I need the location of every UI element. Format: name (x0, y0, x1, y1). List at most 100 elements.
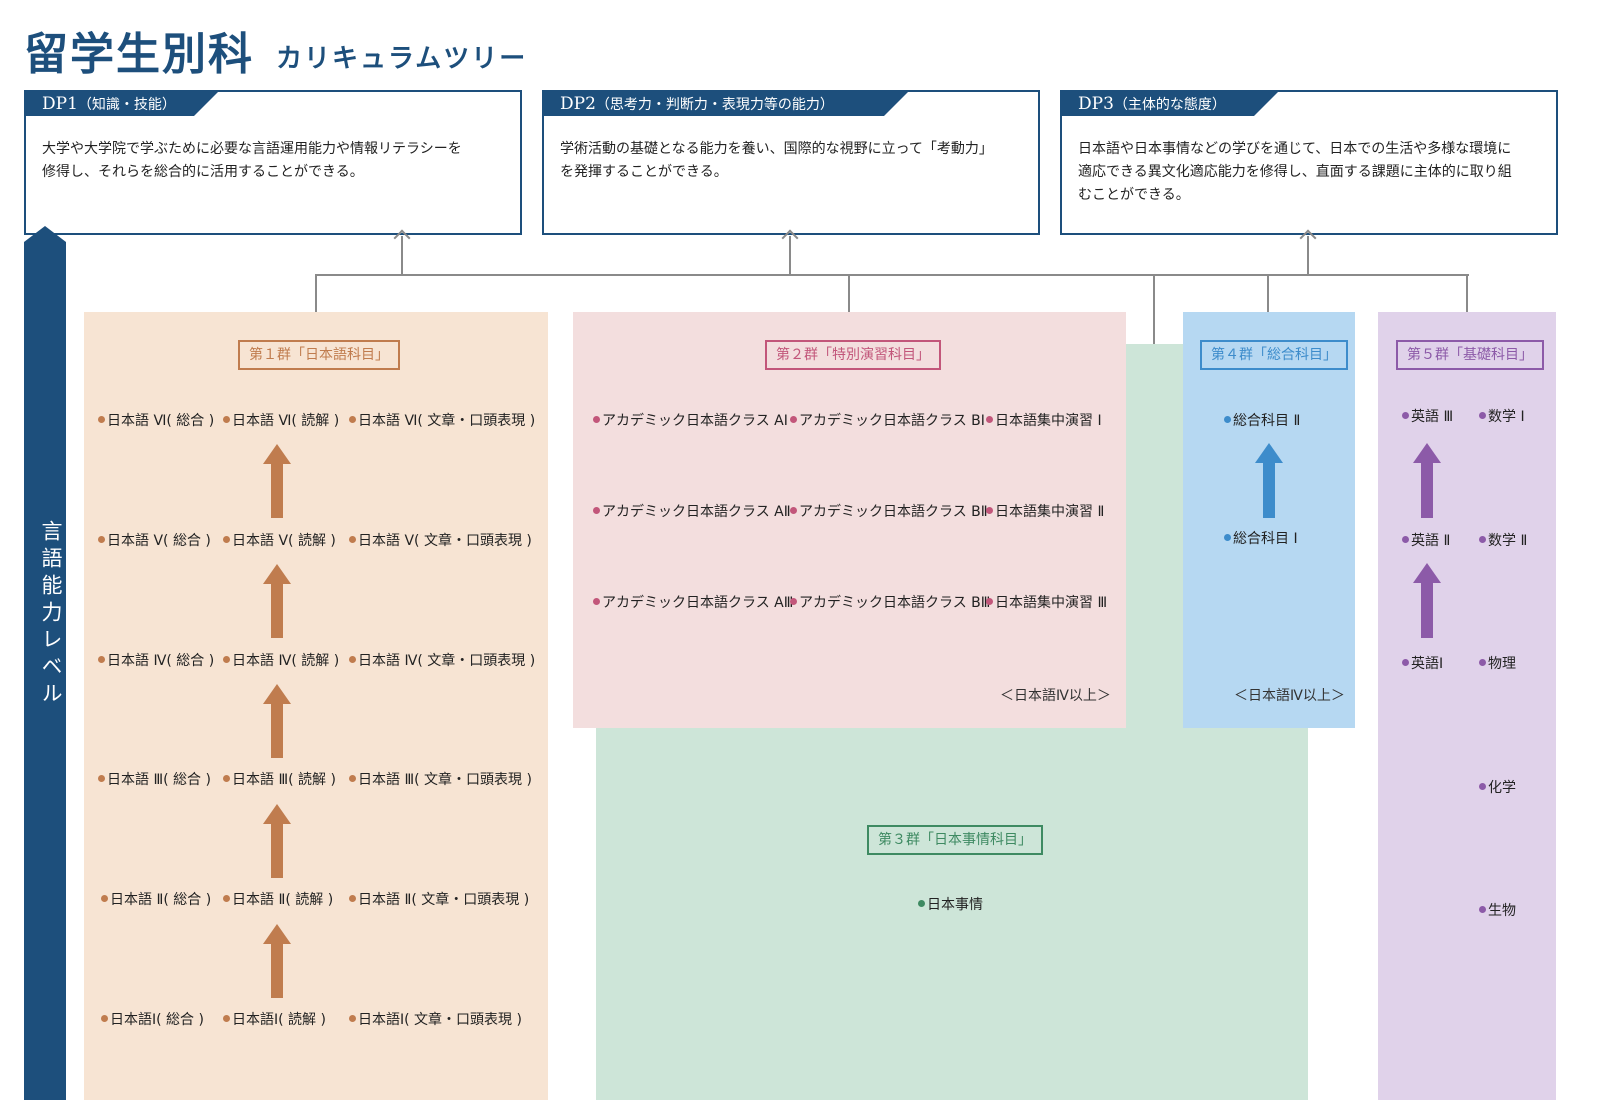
course-name: 日本語 Ⅴ( 文章・口頭表現 ) (358, 533, 532, 549)
course-name: 日本語 Ⅵ( 総合 ) (107, 413, 215, 429)
bullet-dot (986, 598, 993, 605)
bullet-dot (223, 656, 230, 663)
course-item: 日本語 Ⅳ( 総合 ) (98, 650, 214, 670)
course-item: 数学 Ⅰ (1479, 406, 1525, 426)
course-name: アカデミック日本語クラス BⅠ (799, 413, 985, 429)
dp2-label: （思考力・判断力・表現力等の能力） (595, 97, 834, 113)
connector-group3 (1153, 274, 1155, 346)
dp1-text-line: 大学や大学院で学ぶために必要な言語運用能力や情報リテラシーを (42, 141, 462, 157)
course-name: 英語 Ⅱ (1411, 533, 1451, 549)
dp1-box: DP1（知識・技能） 大学や大学院で学ぶために必要な言語運用能力や情報リテラシー… (24, 90, 522, 235)
course-name: 日本語 Ⅳ( 総合 ) (107, 653, 215, 669)
course-item: 総合科目 Ⅰ (1224, 528, 1298, 548)
course-name: アカデミック日本語クラス AⅢ (602, 595, 794, 611)
course-name: 日本語 Ⅱ( 読解 ) (232, 892, 334, 908)
bullet-dot (349, 895, 356, 902)
bullet-dot (98, 416, 105, 423)
dp1-description: 大学や大学院で学ぶために必要な言語運用能力や情報リテラシーを 修得し、それらを総… (42, 138, 508, 184)
course-name: 日本語 Ⅲ( 文章・口頭表現 ) (358, 772, 532, 788)
course-item: 日本語 Ⅱ( 文章・口頭表現 ) (349, 889, 529, 909)
progression-arrow (263, 444, 291, 518)
course-item: 日本語 Ⅴ( 文章・口頭表現 ) (349, 530, 532, 550)
course-name: 日本語 Ⅳ( 読解 ) (232, 653, 340, 669)
group3-label: 第３群「日本事情科目」 (867, 825, 1043, 855)
bullet-dot (223, 895, 230, 902)
course-item: アカデミック日本語クラス AⅡ (593, 501, 791, 521)
connector-group1 (315, 274, 317, 314)
course-item: アカデミック日本語クラス AⅠ (593, 410, 788, 430)
dp2-code: DP2 (560, 94, 596, 114)
progression-arrow (1413, 563, 1441, 638)
bullet-dot (349, 775, 356, 782)
dp3-text-line: 日本語や日本事情などの学びを通じて、日本での生活や多様な環境に (1078, 141, 1512, 157)
bullet-dot (101, 1015, 108, 1022)
bullet-dot (790, 507, 797, 514)
bullet-dot (223, 775, 230, 782)
dp1-header: DP1（知識・技能） (26, 92, 218, 116)
group2-panel (573, 312, 1126, 728)
progression-arrow (263, 804, 291, 878)
connector-dp1 (401, 236, 403, 275)
bullet-dot (1479, 783, 1486, 790)
course-item: 日本語集中演習 Ⅲ (986, 592, 1107, 612)
course-item: アカデミック日本語クラス BⅢ (790, 592, 990, 612)
course-item: 日本語 Ⅵ( 総合 ) (98, 410, 214, 430)
course-name: 数学 Ⅱ (1488, 533, 1528, 549)
dp3-description: 日本語や日本事情などの学びを通じて、日本での生活や多様な環境に 適応できる異文化… (1078, 138, 1544, 207)
course-name: 日本語 Ⅲ( 総合 ) (107, 772, 211, 788)
course-name: 日本語 Ⅵ( 文章・口頭表現 ) (358, 413, 536, 429)
course-item: 日本語Ⅰ( 読解 ) (223, 1009, 326, 1029)
course-item: 日本語 Ⅳ( 文章・口頭表現 ) (349, 650, 535, 670)
course-name: 日本語Ⅰ( 読解 ) (232, 1012, 326, 1028)
bullet-dot (349, 1015, 356, 1022)
course-name: 日本語 Ⅱ( 総合 ) (110, 892, 212, 908)
bullet-dot (986, 507, 993, 514)
bullet-dot (593, 416, 600, 423)
course-name: 総合科目 Ⅰ (1233, 531, 1298, 547)
dp3-text-line: 適応できる異文化適応能力を修得し、直面する課題に主体的に取り組 (1078, 164, 1512, 180)
course-item: 英語 Ⅲ (1402, 406, 1453, 426)
course-item: 日本語 Ⅱ( 総合 ) (101, 889, 211, 909)
bullet-dot (1402, 659, 1409, 666)
connector-dp2 (789, 236, 791, 275)
course-item: 日本語集中演習 Ⅱ (986, 501, 1104, 521)
course-name: 日本語Ⅰ( 総合 ) (110, 1012, 204, 1028)
course-item: 英語 Ⅱ (1402, 530, 1450, 550)
progression-arrow (263, 684, 291, 758)
bullet-dot (1479, 412, 1486, 419)
course-name: 日本語 Ⅳ( 文章・口頭表現 ) (358, 653, 536, 669)
progression-arrow (1413, 443, 1441, 518)
bullet-dot (1402, 536, 1409, 543)
bullet-dot (1402, 412, 1409, 419)
course-name: 数学 Ⅰ (1488, 409, 1525, 425)
bullet-dot (101, 895, 108, 902)
page-subtitle: カリキュラムツリー (276, 44, 528, 74)
bullet-dot (593, 507, 600, 514)
language-level-label: 言語能力レベル (39, 520, 63, 709)
course-name: 生物 (1488, 903, 1516, 919)
bullet-dot (593, 598, 600, 605)
bullet-dot (790, 416, 797, 423)
dp2-header: DP2（思考力・判断力・表現力等の能力） (544, 92, 908, 116)
course-name: 日本語 Ⅵ( 読解 ) (232, 413, 340, 429)
group4-label: 第４群「総合科目」 (1200, 340, 1348, 370)
connector-group5 (1466, 274, 1468, 314)
course-name: 日本語集中演習 Ⅲ (995, 595, 1108, 611)
course-name: 日本語 Ⅴ( 総合 ) (107, 533, 211, 549)
course-name: 日本事情 (927, 897, 983, 913)
bullet-dot (1224, 416, 1231, 423)
dp3-box: DP3（主体的な態度） 日本語や日本事情などの学びを通じて、日本での生活や多様な… (1060, 90, 1558, 235)
dp1-code: DP1 (42, 94, 78, 114)
course-name: アカデミック日本語クラス BⅡ (799, 504, 988, 520)
course-name: 日本語 Ⅴ( 読解 ) (232, 533, 336, 549)
dp3-code: DP3 (1078, 94, 1114, 114)
course-item: 日本語 Ⅲ( 総合 ) (98, 769, 211, 789)
dp3-text-line: むことができる。 (1078, 187, 1190, 203)
bullet-dot (986, 416, 993, 423)
course-name: 英語 Ⅲ (1411, 409, 1454, 425)
course-item: 生物 (1479, 900, 1516, 920)
connector-group2 (848, 274, 850, 314)
course-item: 化学 (1479, 777, 1516, 797)
dp2-text-line: を発揮することができる。 (560, 164, 728, 180)
course-name: 日本語 Ⅱ( 文章・口頭表現 ) (358, 892, 530, 908)
